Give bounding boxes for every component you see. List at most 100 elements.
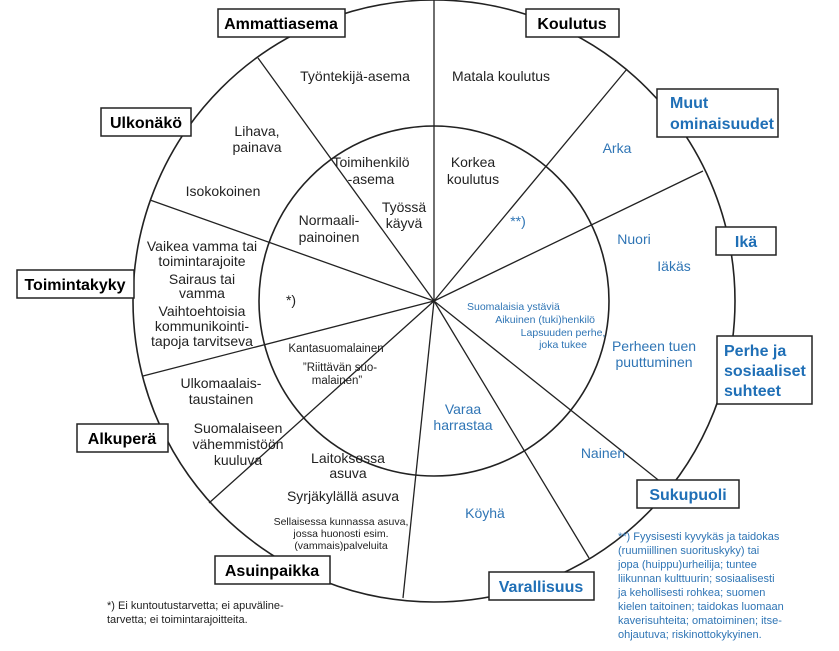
spokes [142, 0, 704, 599]
label-sairaus-2: vamma [179, 285, 225, 301]
footnote-double-star: **) Fyysisesti kyvykäs ja taidokas (ruum… [617, 531, 784, 641]
label-kantasuomalainen: Kantasuomalainen [288, 343, 383, 355]
category-sukupuoli: Sukupuoli [636, 479, 740, 509]
category-label: Varallisuus [499, 579, 584, 596]
label-korkea-1: Korkea [451, 154, 496, 170]
label-normaali-2: painoinen [299, 229, 360, 245]
label-korkea-2: koulutus [447, 171, 499, 187]
category-label: Alkuperä [88, 431, 157, 448]
footnote-line: **) Fyysisesti kyvykäs ja taidokas [618, 531, 780, 543]
label-vaihto-1: Vaihtoehtoisia [159, 303, 246, 319]
footnote-single-star: *) Ei kuntoutustarvetta; ei apuväline- t… [107, 600, 284, 626]
label-nuori: Nuori [617, 231, 650, 247]
outer-circle [132, 0, 736, 603]
label-vaikea-2: toimintarajoite [158, 253, 245, 269]
footnote-line: ja kehollisesti rohkea; suomen [617, 587, 765, 599]
label-ystavia: Suomalaisia ystäviä [467, 301, 560, 313]
category-label-line2: sosiaaliset [724, 363, 807, 380]
label-normaali-1: Normaali- [299, 212, 360, 228]
label-riittavan-1: ”Riittävän suo- [303, 362, 377, 374]
category-varallisuus: Varallisuus [488, 571, 595, 601]
label-lihava-1: Lihava, [234, 123, 279, 139]
category-label-line1: Perhe ja [724, 343, 786, 360]
footnote-line: kaverisuhteita; omatoiminen; itse- [618, 615, 782, 627]
category-label: Ikä [735, 234, 757, 251]
label-perheen-tuen-2: puuttuminen [615, 354, 692, 370]
footnote-line: jopa (huippu)urheilija; tuntee [617, 559, 757, 571]
label-single-star: *) [286, 292, 296, 308]
label-ulkomaalais-1: Ulkomaalais- [181, 375, 262, 391]
category-label: Asuinpaikka [225, 563, 319, 580]
category-ika: Ikä [715, 226, 777, 256]
label-vaikea-1: Vaikea vamma tai [147, 238, 257, 254]
spoke-toimintakyky-ulkonako [149, 199, 435, 302]
footnote-line: (ruumiillinen suorituskyky) tai [618, 545, 759, 557]
label-varaa-1: Varaa [445, 401, 482, 417]
spoke-asuin-alkupera [208, 300, 435, 504]
label-laitoksessa-2: asuva [329, 465, 367, 481]
spoke-ulkonako-ammatti [257, 57, 435, 302]
category-muut-ominaisuudet: Muut ominaisuudet [656, 88, 779, 138]
spoke-muut-ika [433, 170, 704, 302]
label-vaihto-3: tapoja tarvitseva [151, 333, 253, 349]
category-label: Koulutus [537, 16, 606, 33]
label-sairaus-1: Sairaus tai [169, 271, 235, 287]
label-nainen: Nainen [581, 445, 625, 461]
label-lapsuuden-2: joka tukee [538, 339, 587, 351]
category-ulkonako: Ulkonäkö [100, 107, 192, 137]
category-perhe-sosiaaliset-suhteet: Perhe ja sosiaaliset suhteet [716, 335, 813, 405]
label-suomalaiseen-3: kuuluva [214, 452, 262, 468]
category-label: Toimintakyky [24, 277, 125, 294]
label-tyontekija-asema: Työntekijä-asema [300, 68, 410, 84]
label-tyossa-2: käyvä [386, 215, 423, 231]
label-suomalaiseen-2: vähemmistöön [192, 436, 283, 452]
category-alkupera: Alkuperä [76, 423, 169, 453]
label-isokokoinen: Isokokoinen [186, 183, 261, 199]
category-ammattiasema: Ammattiasema [217, 8, 346, 38]
footnote-line: kielen taitoinen; taidokas luomaan [618, 601, 784, 613]
label-double-star: **) [510, 213, 526, 229]
inner-ring-labels: Toimihenkilö -asema Korkea koulutus Työs… [286, 154, 605, 433]
label-arka: Arka [603, 140, 632, 156]
footnote-line: *) Ei kuntoutustarvetta; ei apuväline- [107, 600, 284, 612]
label-sellaisessa-3: (vammais)palveluita [294, 540, 388, 552]
label-varaa-2: harrastaa [433, 417, 492, 433]
category-koulutus: Koulutus [525, 8, 620, 38]
footnote-line: liikunnan kulttuurin; sosiaalisesti [618, 573, 775, 585]
spoke-alkupera-toimintakyky [142, 300, 435, 377]
label-toimihenkilo-2: -asema [348, 171, 395, 187]
label-iakas: Iäkäs [657, 258, 690, 274]
label-sellaisessa-2: jossa huonosti esim. [292, 528, 388, 540]
category-toimintakyky: Toimintakyky [16, 269, 135, 299]
outer-ring-labels: Työntekijä-asema Matala koulutus Lihava,… [147, 68, 696, 552]
label-suomalaiseen-1: Suomalaiseen [194, 420, 283, 436]
category-label-line3: suhteet [724, 383, 782, 400]
label-aikuinen: Aikuinen (tuki)henkilö [495, 314, 595, 326]
category-label: Sukupuoli [649, 487, 726, 504]
category-asuinpaikka: Asuinpaikka [214, 555, 331, 585]
label-sellaisessa-1: Sellaisessa kunnassa asuva, [274, 516, 409, 528]
label-ulkomaalais-2: taustainen [189, 391, 254, 407]
label-perheen-tuen-1: Perheen tuen [612, 338, 696, 354]
spoke-varallisuus-asuin [402, 300, 435, 599]
footnote-line: tarvetta; ei toimintarajoitteita. [107, 614, 248, 626]
label-koyha: Köyhä [465, 505, 505, 521]
label-riittavan-2: malainen” [312, 375, 363, 387]
category-label-line1: Muut [670, 95, 709, 112]
label-lapsuuden-1: Lapsuuden perhe, [521, 327, 606, 339]
label-syrjakylalla: Syrjäkylällä asuva [287, 488, 399, 504]
spoke-perhe-sukupuoli [433, 300, 668, 488]
label-lihava-2: painava [232, 139, 281, 155]
category-label-line2: ominaisuudet [670, 116, 775, 133]
footnote-line: ohjautuva; riskinottokykyinen. [618, 629, 762, 641]
spoke-sukupuoli-varallisuus [433, 300, 590, 559]
label-laitoksessa-1: Laitoksessa [311, 450, 385, 466]
category-label: Ulkonäkö [110, 115, 182, 132]
label-vaihto-2: kommunikointi- [155, 318, 249, 334]
label-toimihenkilo-1: Toimihenkilö [332, 154, 409, 170]
label-matala-koulutus: Matala koulutus [452, 68, 550, 84]
label-tyossa-1: Työssä [382, 199, 427, 215]
spoke-koulutus-muut [433, 68, 628, 302]
